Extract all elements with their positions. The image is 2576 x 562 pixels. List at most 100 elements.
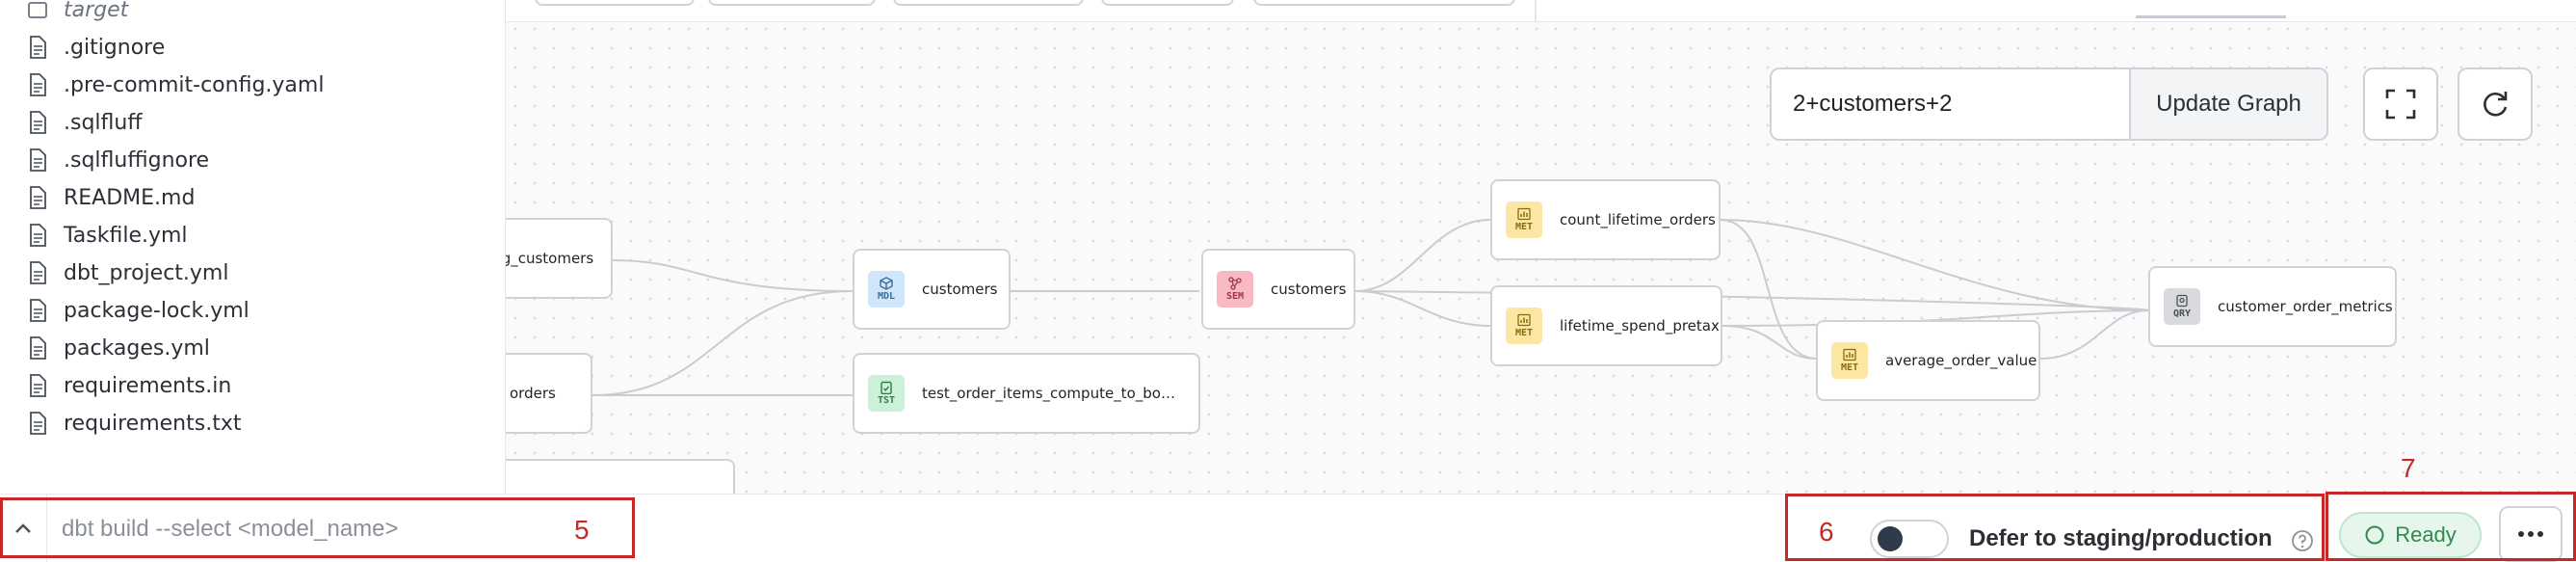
- file-item-label: requirements.in: [64, 373, 232, 398]
- network-icon: [1228, 277, 1242, 290]
- graph-node-orders[interactable]: orders: [506, 353, 592, 434]
- lineage-graph-canvas[interactable]: stg_customers orders MDL customers TST t…: [506, 0, 2576, 494]
- badge-text: MET: [1514, 328, 1534, 338]
- cube-icon: [880, 277, 893, 290]
- refresh-graph-button[interactable]: [2458, 67, 2533, 141]
- annotation-number-6: 6: [1819, 517, 1834, 547]
- edge: [591, 290, 854, 396]
- test-badge: TST: [868, 375, 905, 412]
- file-item-label: .sqlfluffignore: [64, 147, 210, 173]
- active-tab-indicator: [2136, 15, 2286, 18]
- metric-badge: MET: [1506, 308, 1542, 344]
- file-item-requirements-in[interactable]: requirements.in: [27, 367, 231, 404]
- graph-node-customer-order-metrics[interactable]: QRY customer_order_metrics: [2148, 266, 2397, 347]
- node-label: lifetime_spend_pretax: [1560, 317, 1720, 335]
- node-label: stg_customers: [506, 250, 594, 267]
- file-item-requirements-txt[interactable]: requirements.txt: [27, 405, 241, 442]
- node-label: customer_order_metrics: [2218, 298, 2393, 315]
- file-item-target[interactable]: target: [27, 0, 128, 28]
- edge: [1354, 219, 1491, 292]
- file-item-label: target: [64, 0, 129, 22]
- dbt-command-input[interactable]: [60, 506, 565, 552]
- file-item-label: package-lock.yml: [64, 298, 250, 323]
- file-item-taskfile[interactable]: Taskfile.yml: [27, 217, 188, 254]
- file-item-label: .pre-commit-config.yaml: [64, 72, 325, 97]
- editor-toolbar: [506, 0, 2576, 22]
- edge: [1722, 325, 1817, 360]
- file-item-packages[interactable]: packages.yml: [27, 330, 210, 366]
- saved-query-icon: [2176, 294, 2188, 308]
- annotation-number-7: 7: [2401, 453, 2416, 483]
- metric-badge: MET: [1831, 342, 1868, 379]
- graph-node-customers-model[interactable]: MDL customers: [853, 249, 1011, 330]
- file-item-pre-commit-config[interactable]: .pre-commit-config.yaml: [27, 67, 324, 103]
- edge: [1354, 290, 2149, 311]
- node-label: count_lifetime_orders: [1560, 211, 1716, 228]
- edge: [1354, 290, 1491, 327]
- file-item-sqlfluff[interactable]: .sqlfluff: [27, 104, 143, 141]
- refresh-icon: [2484, 92, 2508, 117]
- edge: [1722, 309, 2149, 327]
- graph-node-stg-customers[interactable]: stg_customers: [506, 218, 613, 299]
- file-item-label: .gitignore: [64, 35, 166, 60]
- file-icon: [30, 224, 46, 247]
- graph-node-test[interactable]: TST test_order_items_compute_to_bools...: [853, 353, 1200, 434]
- folder-icon: [28, 2, 47, 18]
- badge-text: TST: [877, 395, 896, 406]
- ellipsis-icon: [2518, 531, 2543, 537]
- badge-text: QRY: [2172, 308, 2192, 319]
- defer-toggle[interactable]: [1870, 520, 1949, 558]
- more-options-button[interactable]: [2499, 506, 2563, 562]
- node-label: customers: [922, 281, 998, 298]
- edge: [612, 259, 854, 292]
- file-item-package-lock[interactable]: package-lock.yml: [27, 292, 250, 329]
- graph-node-count-lifetime-orders[interactable]: MET count_lifetime_orders: [1490, 179, 1721, 260]
- bar-chart-icon: [1843, 348, 1856, 361]
- query-badge: QRY: [2164, 288, 2200, 325]
- status-circle-icon: [2365, 525, 2384, 545]
- clipboard-check-icon: [881, 381, 892, 394]
- file-item-sqlfluffignore[interactable]: .sqlfluffignore: [27, 142, 209, 178]
- node-label: orders: [510, 385, 556, 402]
- bar-chart-icon: [1517, 313, 1531, 327]
- expand-panel-button[interactable]: [0, 495, 47, 562]
- file-icon: [30, 111, 46, 134]
- annotation-number-5: 5: [574, 515, 590, 545]
- graph-node-partial[interactable]: [506, 459, 735, 494]
- graph-node-lifetime-spend-pretax[interactable]: MET lifetime_spend_pretax: [1490, 285, 1722, 366]
- node-label: customers: [1271, 281, 1347, 298]
- file-explorer: target .gitignore .pre-commit-config.yam…: [0, 0, 506, 494]
- file-item-label: requirements.txt: [64, 411, 242, 436]
- file-item-label: Taskfile.yml: [64, 223, 188, 248]
- update-graph-button[interactable]: Update Graph: [2129, 67, 2328, 141]
- command-bar: Defer to staging/production Ready: [0, 494, 2576, 562]
- fullscreen-button[interactable]: [2363, 67, 2438, 141]
- file-icon: [30, 36, 46, 59]
- status-badge: Ready: [2339, 512, 2482, 558]
- file-item-label: README.md: [64, 185, 196, 210]
- badge-text: SEM: [1225, 291, 1245, 302]
- file-icon: [30, 186, 46, 209]
- toggle-knob: [1878, 526, 1903, 551]
- file-icon: [30, 261, 46, 284]
- file-item-label: .sqlfluff: [64, 110, 143, 135]
- bar-chart-icon: [1517, 207, 1531, 221]
- help-icon[interactable]: [2291, 529, 2314, 552]
- edge: [1720, 219, 2149, 311]
- badge-text: MET: [1514, 222, 1534, 232]
- file-icon: [30, 299, 46, 322]
- status-label: Ready: [2395, 522, 2457, 547]
- node-label: test_order_items_compute_to_bools...: [922, 385, 1182, 402]
- edge: [1720, 219, 1817, 360]
- fullscreen-icon: [2385, 89, 2416, 120]
- graph-selector-input[interactable]: [1770, 67, 2129, 141]
- file-item-dbt-project[interactable]: dbt_project.yml: [27, 254, 228, 291]
- file-item-readme[interactable]: README.md: [27, 179, 195, 216]
- graph-node-average-order-value[interactable]: MET average_order_value: [1816, 320, 2040, 401]
- graph-node-customers-semantic[interactable]: SEM customers: [1201, 249, 1355, 330]
- file-item-gitignore[interactable]: .gitignore: [27, 29, 165, 66]
- file-icon: [30, 73, 46, 96]
- file-item-label: dbt_project.yml: [64, 260, 229, 285]
- file-icon: [30, 148, 46, 172]
- metric-badge: MET: [1506, 201, 1542, 238]
